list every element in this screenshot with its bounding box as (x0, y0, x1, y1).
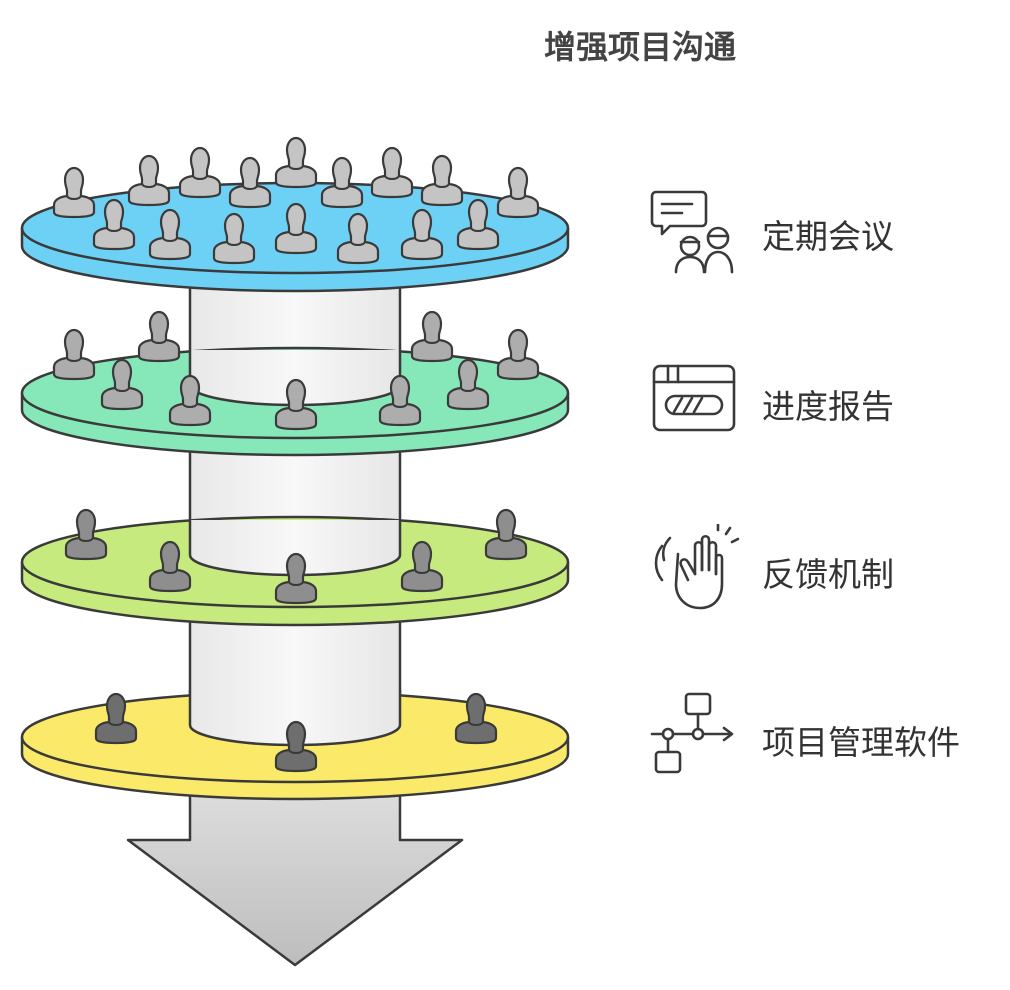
workflow-icon (650, 692, 734, 774)
down-arrow (126, 783, 464, 967)
meeting-chat-icon (650, 190, 734, 274)
diagram-title: 增强项目沟通 (543, 28, 736, 66)
label-feedback: 反馈机制 (762, 555, 894, 594)
label-progress-report: 进度报告 (762, 387, 894, 426)
label-meetings: 定期会议 (762, 217, 894, 256)
progress-report-icon (652, 364, 736, 432)
label-pm-software: 项目管理软件 (762, 723, 960, 762)
clapping-hands-icon (654, 524, 740, 610)
